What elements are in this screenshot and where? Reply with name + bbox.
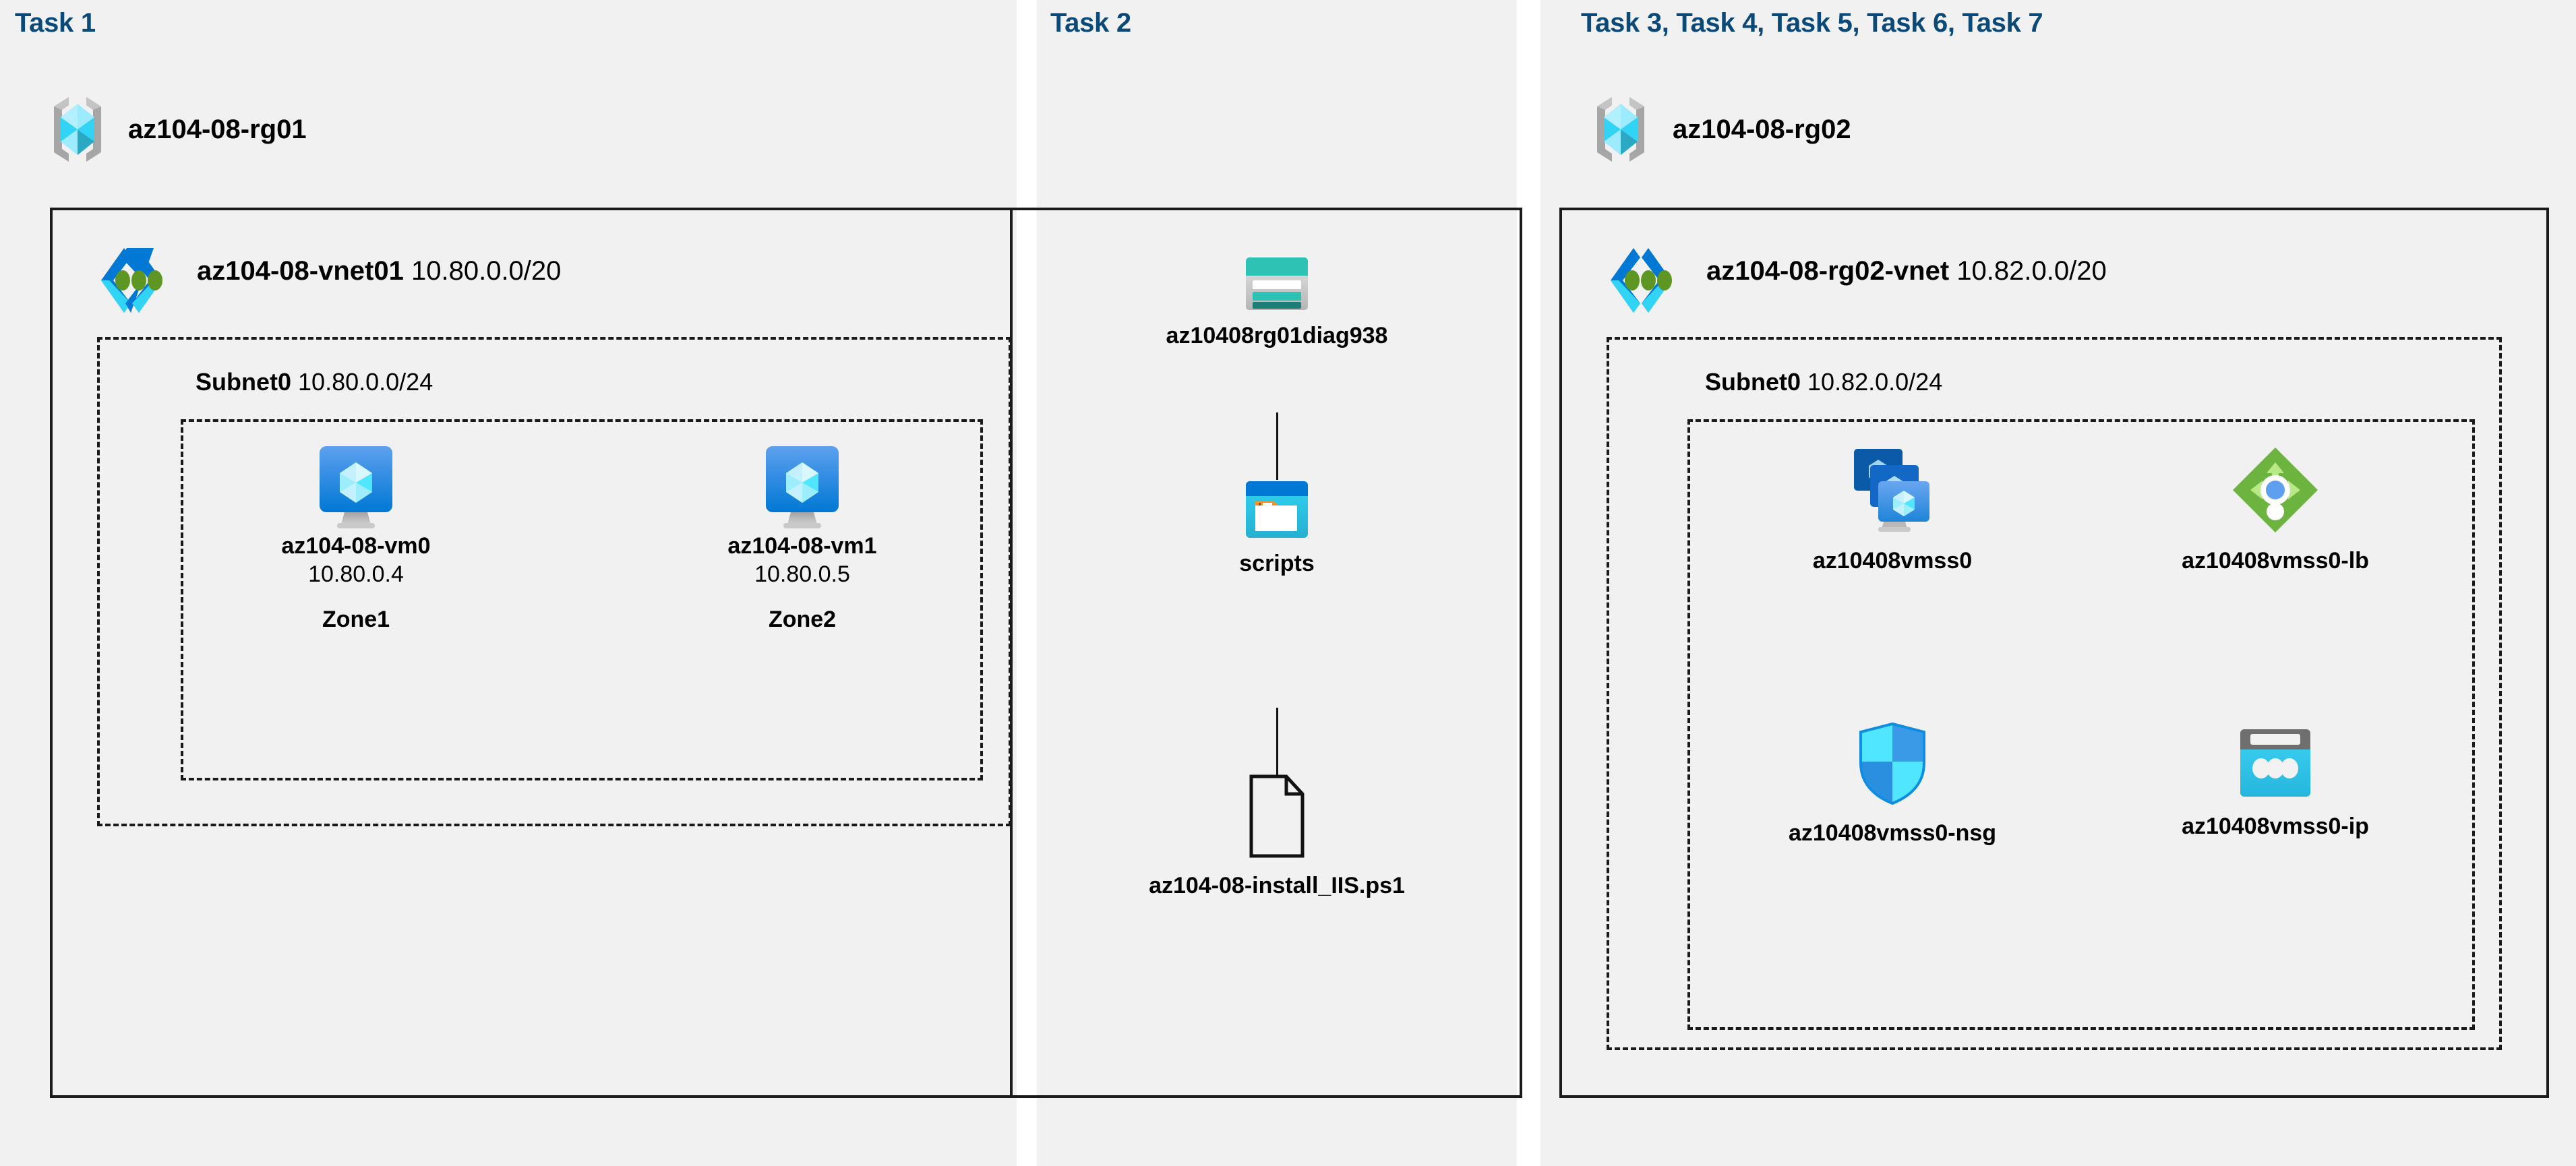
virtual-network-icon xyxy=(1604,245,1678,315)
vnet01-label: az104-08-vnet01 10.80.0.0/20 xyxy=(197,256,562,286)
availability-zones-boundary xyxy=(181,419,983,780)
rg02-vnet-boundary xyxy=(1559,208,2549,1098)
resource-group-name-rg02: az104-08-rg02 xyxy=(1673,115,1851,144)
resource-group-icon xyxy=(1592,94,1650,164)
public-ip-address-icon xyxy=(2100,727,2451,801)
script-file-node[interactable]: az104-08-install_IIS.ps1 xyxy=(1095,774,1459,900)
vm-node-az104-08-vm0[interactable]: az104-08-vm0 10.80.0.4 Zone1 xyxy=(214,445,498,633)
blob-container-node[interactable]: scripts xyxy=(1122,480,1432,578)
task-2-panel: Task 2 az10408rg01diag xyxy=(1010,0,1522,1166)
subnet0-label-vnet01: Subnet0 10.80.0.0/24 xyxy=(196,368,433,396)
vm0-zone: Zone1 xyxy=(322,606,390,632)
vm-scale-set-icon xyxy=(1717,445,2068,535)
load-balancer-name: az10408vmss0-lb xyxy=(2182,548,2369,574)
vm-node-az104-08-vm1[interactable]: az104-08-vm1 10.80.0.5 Zone2 xyxy=(661,445,944,633)
load-balancer-icon xyxy=(2100,445,2451,535)
task-2-title: Task 2 xyxy=(1050,8,1131,38)
nsg-node[interactable]: az10408vmss0-nsg xyxy=(1717,721,2068,847)
vm0-name: az104-08-vm0 xyxy=(281,533,431,559)
storage-account-name: az10408rg01diag938 xyxy=(1166,323,1388,348)
vm1-name: az104-08-vm1 xyxy=(727,533,877,559)
storage-account-node[interactable]: az10408rg01diag938 xyxy=(1122,256,1432,350)
virtual-machine-icon xyxy=(214,445,498,532)
connector-container-to-file xyxy=(1276,708,1278,775)
subnet-resources-boundary xyxy=(1687,419,2475,1030)
vmss-node[interactable]: az10408vmss0 xyxy=(1717,445,2068,575)
task-1-title: Task 1 xyxy=(15,8,96,38)
blob-container-name: scripts xyxy=(1239,551,1315,576)
virtual-network-icon xyxy=(94,245,169,315)
resource-group-name-rg01: az104-08-rg01 xyxy=(128,115,307,144)
load-balancer-node[interactable]: az10408vmss0-lb xyxy=(2100,445,2451,575)
virtual-machine-icon xyxy=(661,445,944,532)
script-file-name: az104-08-install_IIS.ps1 xyxy=(1149,873,1405,898)
network-security-group-icon xyxy=(1717,721,2068,807)
connector-storage-to-container xyxy=(1276,412,1278,480)
vm1-ip: 10.80.0.5 xyxy=(754,561,850,588)
rg02-vnet-label: az104-08-rg02-vnet 10.82.0.0/20 xyxy=(1706,256,2107,286)
task-3-7-panel: Task 3, Task 4, Task 5, Task 6, Task 7 a… xyxy=(1540,0,2576,1166)
resource-group-icon xyxy=(49,94,107,164)
vm0-ip: 10.80.0.4 xyxy=(308,561,404,588)
task-1-panel: Task 1 az104-08-rg01 xyxy=(0,0,1475,1166)
vm1-zone: Zone2 xyxy=(768,606,837,632)
task-3-7-title: Task 3, Task 4, Task 5, Task 6, Task 7 xyxy=(1581,8,2043,38)
blob-container-icon xyxy=(1122,480,1432,539)
public-ip-name: az10408vmss0-ip xyxy=(2182,814,2369,839)
public-ip-node[interactable]: az10408vmss0-ip xyxy=(2100,727,2451,840)
storage-account-icon xyxy=(1122,256,1432,311)
vmss-name: az10408vmss0 xyxy=(1812,548,1973,574)
subnet0-boundary-rg02-vnet xyxy=(1607,337,2502,1050)
file-icon xyxy=(1095,774,1459,859)
subnet0-label-rg02-vnet: Subnet0 10.82.0.0/24 xyxy=(1705,368,1943,396)
storage-account-boundary xyxy=(1010,208,1522,1098)
nsg-name: az10408vmss0-nsg xyxy=(1788,820,1997,846)
